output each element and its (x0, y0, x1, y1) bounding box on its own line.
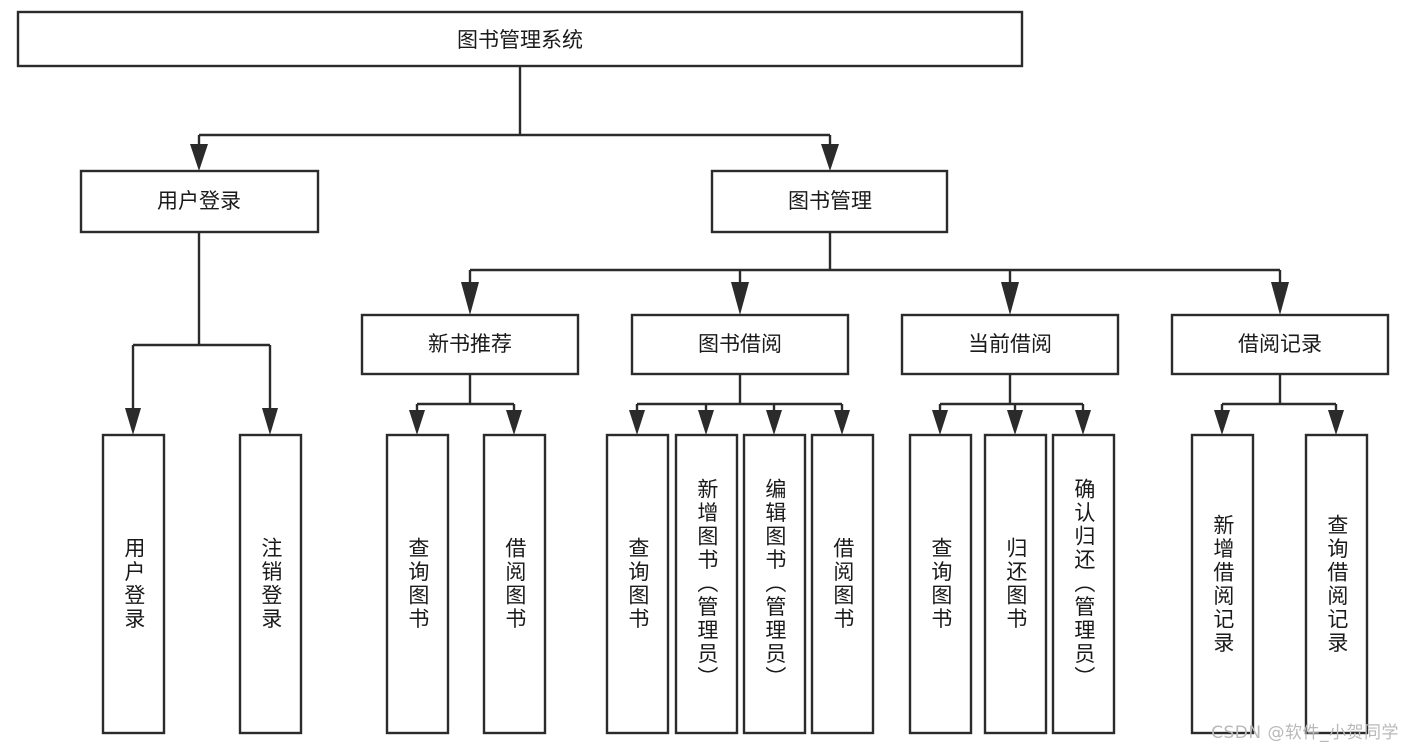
arrow-head-leaf-query-book-3 (932, 410, 948, 435)
node-new-book-recommend-box[interactable] (360, 313, 580, 376)
leaf-add-borrow-record-box[interactable] (1190, 433, 1255, 735)
leaf-query-book-2-box[interactable] (605, 433, 670, 735)
leaf-add-book-admin-box[interactable] (674, 433, 739, 735)
leaf-box-group (101, 433, 1369, 735)
arrow-head-leaf-logout (262, 408, 278, 435)
arrow-head-leaf-user-login (125, 408, 141, 435)
connector-group-borrow-record (1214, 374, 1344, 435)
arrow-head-leaf-query-borrow-record (1328, 410, 1344, 435)
arrow-head-current-borrow (1001, 282, 1019, 315)
leaf-edit-book-admin-box[interactable] (742, 433, 807, 735)
leaf-query-book-3-box[interactable] (908, 433, 973, 735)
arrow-head-borrow-record (1271, 282, 1289, 315)
arrow-head-new-book-recommend (461, 282, 479, 315)
node-user-login-label: 用户登录 (157, 189, 241, 213)
node-book-management[interactable]: 图书管理 (710, 169, 949, 234)
leaf-user-login-box[interactable] (101, 433, 166, 735)
arrow-head-leaf-confirm-return-admin (1075, 410, 1091, 435)
arrow-head-book-management (821, 144, 839, 171)
node-book-borrow-box[interactable] (630, 313, 850, 376)
node-root-label: 图书管理系统 (457, 28, 583, 52)
leaf-confirm-return-admin-box[interactable] (1051, 433, 1116, 735)
arrow-head-leaf-add-borrow-record (1214, 410, 1230, 435)
node-borrow-record[interactable]: 借阅记录 (1170, 313, 1390, 376)
node-root[interactable]: 图书管理系统 (16, 10, 1024, 68)
arrow-head-leaf-borrow-book-2 (834, 410, 850, 435)
arrow-head-book-borrow (731, 282, 749, 315)
arrow-head-leaf-add-book-admin (698, 410, 714, 435)
leaf-borrow-book-2-box[interactable] (810, 433, 875, 735)
node-user-login[interactable]: 用户登录 (79, 169, 320, 234)
node-new-book-recommend-label: 新书推荐 (428, 332, 512, 356)
csdn-watermark: CSDN @软件_小贺同学 (1211, 723, 1399, 743)
node-root-box[interactable] (16, 10, 1024, 68)
arrow-head-leaf-return-book (1007, 410, 1023, 435)
node-book-borrow-label: 图书借阅 (698, 332, 782, 356)
node-current-borrow-label: 当前借阅 (968, 332, 1052, 356)
node-borrow-record-box[interactable] (1170, 313, 1390, 376)
arrow-head-user-login (190, 144, 208, 171)
connector-group-user-login (125, 232, 278, 435)
leaf-query-book-1-box[interactable] (385, 433, 450, 735)
connector-group-current-borrow (932, 374, 1091, 435)
node-current-borrow[interactable]: 当前借阅 (900, 313, 1120, 376)
arrow-head-leaf-query-book-2 (629, 410, 645, 435)
arrow-head-leaf-edit-book-admin (766, 410, 782, 435)
leaf-borrow-book-1-box[interactable] (482, 433, 547, 735)
node-current-borrow-box[interactable] (900, 313, 1120, 376)
node-borrow-record-label: 借阅记录 (1238, 332, 1322, 356)
arrow-head-leaf-borrow-book-1 (506, 410, 522, 435)
leaf-query-borrow-record-box[interactable] (1304, 433, 1369, 735)
node-book-borrow[interactable]: 图书借阅 (630, 313, 850, 376)
leaf-logout-box[interactable] (238, 433, 303, 735)
node-book-management-label: 图书管理 (788, 189, 872, 213)
arrow-head-leaf-query-book-1 (409, 410, 425, 435)
connector-group-root (190, 66, 839, 171)
leaf-return-book-box[interactable] (983, 433, 1048, 735)
connector-group-new-book-recommend (409, 374, 522, 435)
node-book-management-box[interactable] (710, 169, 949, 234)
node-new-book-recommend[interactable]: 新书推荐 (360, 313, 580, 376)
connector-group-book-management (461, 232, 1289, 315)
connector-group-book-borrow (629, 374, 850, 435)
node-user-login-box[interactable] (79, 169, 320, 234)
